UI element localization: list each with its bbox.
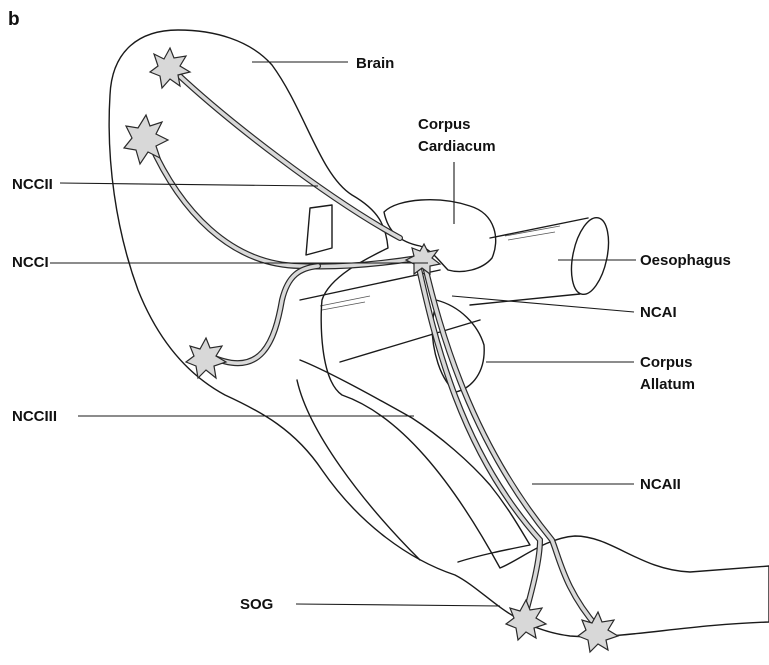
label-ncciii: NCCIII [12, 407, 57, 426]
label-ncaii: NCAII [640, 475, 681, 494]
soma-sog-right [578, 612, 618, 652]
label-corpus-cardiacum-line1: Corpus [418, 115, 471, 134]
label-sog: SOG [240, 595, 273, 614]
label-corpus-cardiacum-line2: Cardiacum [418, 137, 496, 156]
label-oesophagus: Oesophagus [640, 251, 731, 270]
label-corpus-allatum-line2: Allatum [640, 375, 695, 394]
label-corpus-allatum-line1: Corpus [640, 353, 693, 372]
soma-cc-junction [406, 244, 440, 274]
label-brain: Brain [356, 54, 394, 73]
soma-middle [124, 115, 168, 164]
oesophagus-shape [300, 214, 615, 362]
label-nccii: NCCII [12, 175, 53, 194]
panel-label: b [8, 10, 20, 29]
neuron-somata [124, 48, 618, 652]
label-ncci: NCCI [12, 253, 49, 272]
label-ncai: NCAI [640, 303, 677, 322]
soma-sog-left [506, 600, 546, 640]
